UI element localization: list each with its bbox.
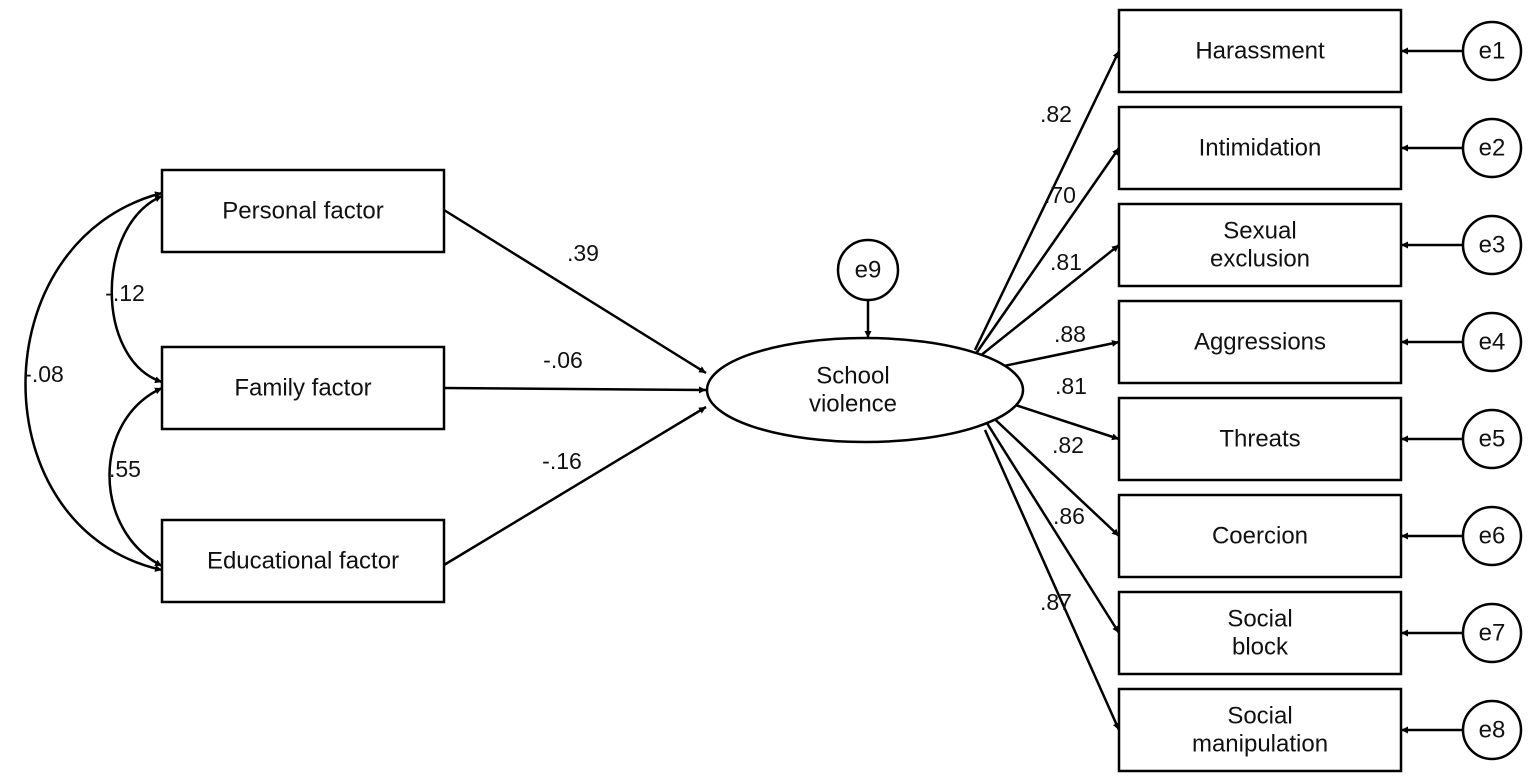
node-box <box>160 345 446 431</box>
error-label: e5 <box>1479 426 1506 453</box>
error-label: e8 <box>1479 717 1506 744</box>
correlation-arc-personal-family <box>110 194 163 384</box>
node-label: Personal factor <box>222 198 383 225</box>
edges-layer <box>24 47 1463 734</box>
error-label: e9 <box>855 257 882 284</box>
node-label: Aggressions <box>1194 329 1326 356</box>
error-e5: e5 <box>1461 408 1523 470</box>
node-aggressions: Aggressions <box>1117 299 1403 385</box>
node-box <box>1117 687 1403 773</box>
node-box <box>160 168 446 254</box>
node-label: Family factor <box>234 375 371 402</box>
error-label: e3 <box>1479 232 1506 259</box>
error-e1: e1 <box>1461 20 1523 82</box>
node-box <box>1117 396 1403 482</box>
node-label: Social <box>1227 606 1292 633</box>
correlation-arc-family-educational <box>108 386 163 568</box>
node-label: Harassment <box>1195 38 1325 65</box>
loading-arrow-sexual-exclusion <box>974 244 1120 361</box>
path-coefficient: -.06 <box>543 347 583 373</box>
node-box <box>1117 8 1403 94</box>
error-circle <box>1461 214 1523 276</box>
loading-arrow-social-block <box>983 419 1121 634</box>
error-circle <box>1461 311 1523 373</box>
path-coefficient: .39 <box>567 240 599 266</box>
path-coefficient: .82 <box>1040 101 1072 127</box>
path-coefficient: .87 <box>1040 589 1072 615</box>
node-box <box>1117 590 1403 676</box>
node-label: violence <box>809 391 897 418</box>
loading-arrow-intimidation <box>973 147 1121 356</box>
error-e4: e4 <box>1461 311 1523 373</box>
node-label: manipulation <box>1192 731 1328 758</box>
latent-ellipse <box>705 336 1025 444</box>
error-circle <box>1461 20 1523 82</box>
node-label: Social <box>1227 703 1292 730</box>
error-e3: e3 <box>1461 214 1523 276</box>
path-coefficient: .88 <box>1054 321 1086 347</box>
error-circle <box>1461 408 1523 470</box>
error-e6: e6 <box>1461 505 1523 567</box>
path-coefficient: -.08 <box>24 361 64 387</box>
labels-layer: .39 -.06 -.16 -.12 .55 -.08 .82 .70 .81 .88 .81 .82… <box>24 101 1087 615</box>
error-circle <box>1461 117 1523 179</box>
node-label: Threats <box>1219 426 1300 453</box>
path-coefficient: .82 <box>1052 432 1084 458</box>
error-e2: e2 <box>1461 117 1523 179</box>
path-arrow-educational <box>443 405 707 567</box>
error-label: e7 <box>1479 620 1506 647</box>
error-circle <box>1461 699 1523 761</box>
path-coefficient: .81 <box>1050 249 1082 275</box>
node-box <box>1117 493 1403 579</box>
node-educational: Educational factor <box>160 518 446 604</box>
path-coefficient: -.12 <box>105 280 145 306</box>
path-coefficient: .70 <box>1044 182 1076 208</box>
node-box <box>160 518 446 604</box>
error-label: e1 <box>1479 38 1506 65</box>
node-box <box>1117 299 1403 385</box>
node-label: Educational factor <box>207 548 399 575</box>
path-arrow-personal <box>443 208 707 375</box>
path-coefficient: .86 <box>1053 503 1085 529</box>
node-label: Intimidation <box>1199 135 1322 162</box>
path-arrow-family <box>443 386 707 394</box>
error-label: e4 <box>1479 329 1506 356</box>
node-family: Family factor <box>160 345 446 431</box>
error-label: e6 <box>1479 523 1506 550</box>
node-box <box>1117 105 1403 191</box>
error-circle <box>1461 505 1523 567</box>
node-label: Sexual <box>1223 218 1296 245</box>
node-coercion: Coercion <box>1117 493 1403 579</box>
error-e7: e7 <box>1461 602 1523 664</box>
correlation-arc-personal-educational <box>24 191 163 572</box>
node-label: School <box>816 363 889 390</box>
node-personal: Personal factor <box>160 168 446 254</box>
error-label: e2 <box>1479 135 1506 162</box>
node-harassment: Harassment <box>1117 8 1403 94</box>
loading-arrow-harassment <box>973 50 1121 351</box>
node-label: exclusion <box>1210 246 1310 273</box>
loading-arrow-social-manipulation <box>983 429 1121 731</box>
loading-arrow-coercion <box>984 409 1120 537</box>
error-e8: e8 <box>1461 699 1523 761</box>
node-threats: Threats <box>1117 396 1403 482</box>
error-circle <box>1461 602 1523 664</box>
error-e9: e9 <box>836 238 900 302</box>
path-coefficient: -.16 <box>542 448 582 474</box>
node-intimidation: Intimidation <box>1117 105 1403 191</box>
path-coefficient: .81 <box>1055 373 1087 399</box>
node-label: Coercion <box>1212 523 1308 550</box>
path-coefficient: .55 <box>109 456 141 482</box>
node-label: block <box>1232 634 1289 661</box>
error-circle <box>836 238 900 302</box>
node-box <box>1117 202 1403 288</box>
